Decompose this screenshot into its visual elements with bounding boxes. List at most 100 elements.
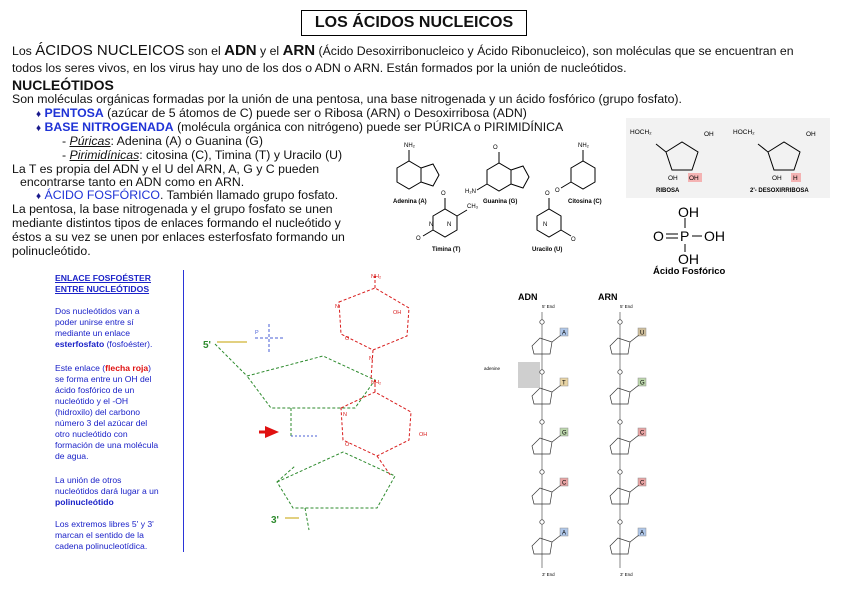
puricas-label: Púricas [69, 134, 111, 148]
enlace-p3-l2: nucleótidos dará lugar a un [55, 486, 159, 496]
arn-base-letter-3: C [640, 481, 645, 487]
ribosa-oh-top: OH [704, 131, 714, 138]
phosphoric-oh-bottom: OH [678, 251, 699, 267]
enlace-p2-start: Este enlace ( [55, 363, 106, 373]
enlace-p1-l1: Dos nucleótidos van a [55, 306, 140, 316]
page-title-box: LOS ÁCIDOS NUCLEICOS [301, 10, 527, 36]
desoxirribosa-label: 2'- DESOXIRRIBOSA [750, 188, 809, 194]
enlace-title-2: ENTRE NUCLEÓTIDOS [55, 284, 150, 294]
arn-phosphate-1 [617, 369, 623, 375]
arn-base-letter-4: A [640, 531, 644, 537]
intro-arn-term: ARN [282, 42, 316, 59]
intro-text: Los [12, 44, 36, 58]
adenine-side-label: adenine [484, 366, 501, 371]
intro-text: son el [184, 44, 225, 58]
tu-line-2: encontrarse tanto en ADN como en ARN. [20, 175, 245, 189]
esterfosfato-term: esterfosfato [55, 339, 105, 349]
union-line-4: polinucleótido. [12, 244, 91, 258]
dna-rna-chains-figure: ADN ARN 5' End 5' End 3' End 3' End aden… [484, 292, 647, 577]
pirimidinicas-label: Pirimidínicas [69, 148, 140, 162]
desoxi-h-2: H [793, 175, 798, 182]
pirimidinicas-line: - Pirimidínicas: citosina (C), Timina (T… [62, 148, 343, 162]
adn-base-box-3 [559, 477, 569, 487]
enlace-p2-l4: nucleótido y el -OH [55, 396, 129, 406]
enlace-p2-l9: de agua. [55, 451, 89, 461]
enlace-p4-l3: cadena polinucleotídica. [55, 541, 148, 551]
adn-glycosidic-0 [551, 334, 562, 343]
enlace-p2-close: ) [148, 363, 152, 373]
union-line-3: éstos a su vez se unen por enlaces ester… [12, 230, 345, 244]
phosphodiester-diagram: 5' 3' NH₂ NH₂ N N N O O OH OH P P [203, 274, 427, 531]
base-label: BASE NITROGENADA [44, 120, 174, 134]
diagram-nh2-bottom: NH₂ [371, 380, 381, 386]
bullet-fosforico: ♦ ÁCIDO FOSFÓRICO. También llamado grupo… [36, 188, 338, 203]
arn-base-box-1 [637, 377, 647, 387]
ribosa-hoch2: HOCH₂ [630, 129, 652, 136]
diagram-3-prime: 3' [271, 515, 279, 526]
diagram-oh: OH [419, 432, 427, 438]
arn-sugar-0 [609, 337, 631, 355]
intro-acidos-term: ÁCIDOS NUCLEICOS [35, 42, 185, 59]
intro-adn-term: ADN [224, 42, 257, 59]
sugars-panel [626, 118, 830, 198]
adn-sugar-1 [531, 387, 553, 405]
bullet-base: ♦ BASE NITROGENADA (molécula orgánica co… [36, 120, 563, 135]
page-title: LOS ÁCIDOS NUCLEICOS [314, 14, 514, 31]
svg-text:N: N [543, 222, 547, 228]
flecha-roja-term: flecha roja [105, 363, 149, 373]
arn-base-box-3 [637, 477, 647, 487]
adn-glycosidic-1 [551, 384, 562, 393]
adn-base-letter-2: G [562, 431, 567, 437]
phosphoric-acid-figure: OH O P OH OH Ácido Fosfórico [653, 204, 726, 276]
diagram-n: N [369, 356, 373, 362]
diagram-p-top: P [255, 330, 259, 336]
adn-5-end: 5' End [542, 304, 555, 309]
red-arrow-icon [265, 426, 279, 438]
pentosa-text: (azúcar de 5 átomos de C) puede ser o Ri… [103, 106, 527, 120]
adn-phosphate-0 [539, 319, 545, 325]
phosphoric-oh-right: OH [704, 228, 725, 244]
enlace-panel [38, 270, 184, 552]
adn-base-box-0 [559, 327, 569, 337]
adn-phosphate-2 [539, 419, 545, 425]
enlace-p1-l2: poder unirse entre sí [55, 317, 134, 327]
adn-base-box-4 [559, 527, 569, 537]
adn-base-letter-4: A [562, 531, 566, 537]
enlace-p4-l2: marcan el sentido de la [55, 530, 144, 540]
intro-line-2: todos los seres vivos, en los virus hay … [12, 61, 627, 75]
diamond-bullet-icon: ♦ [36, 191, 42, 202]
arn-glycosidic-1 [629, 384, 640, 393]
arn-sugar-2 [609, 437, 631, 455]
bullet-pentosa: ♦ PENTOSA (azúcar de 5 átomos de C) pued… [36, 106, 527, 121]
svg-text:NH₂: NH₂ [404, 143, 416, 149]
enlace-p2-l2: se forma entre un OH del [55, 374, 152, 384]
timina-label: Timina (T) [432, 247, 461, 253]
adn-glycosidic-2 [551, 434, 562, 443]
arn-5-end: 5' End [620, 304, 633, 309]
ribosa-label: RIBOSA [656, 188, 680, 194]
adn-phosphate-3 [539, 469, 545, 475]
desoxi-hoch2: HOCH₂ [733, 129, 755, 136]
arn-base-letter-0: U [640, 331, 644, 337]
adn-phosphate-1 [539, 369, 545, 375]
svg-text:O: O [555, 188, 560, 194]
arn-phosphate-3 [617, 469, 623, 475]
diamond-bullet-icon: ♦ [36, 109, 42, 120]
union-line-2: mediante distintos tipos de enlaces form… [12, 216, 341, 230]
svg-text:O: O [545, 191, 550, 197]
adn-sugar-3 [531, 487, 553, 505]
adenina-label: Adenina (A) [393, 199, 427, 205]
pirimidinicas-text: : citosina (C), Timina (T) y Uracilo (U) [139, 148, 343, 162]
intro-text: y el [256, 44, 283, 58]
diagram-n: N [335, 304, 339, 310]
diagram-nh2-top: NH₂ [371, 274, 381, 280]
enlace-p2-l1: Este enlace (flecha roja) [55, 363, 151, 374]
adn-sugar-0 [531, 337, 553, 355]
arn-sugar-1 [609, 387, 631, 405]
diagram-oh: OH [393, 310, 401, 316]
adn-base-box-2 [559, 427, 569, 437]
phosphoric-o: O [653, 228, 664, 244]
svg-text:O: O [416, 236, 421, 242]
diagram-5-prime: 5' [203, 340, 211, 351]
